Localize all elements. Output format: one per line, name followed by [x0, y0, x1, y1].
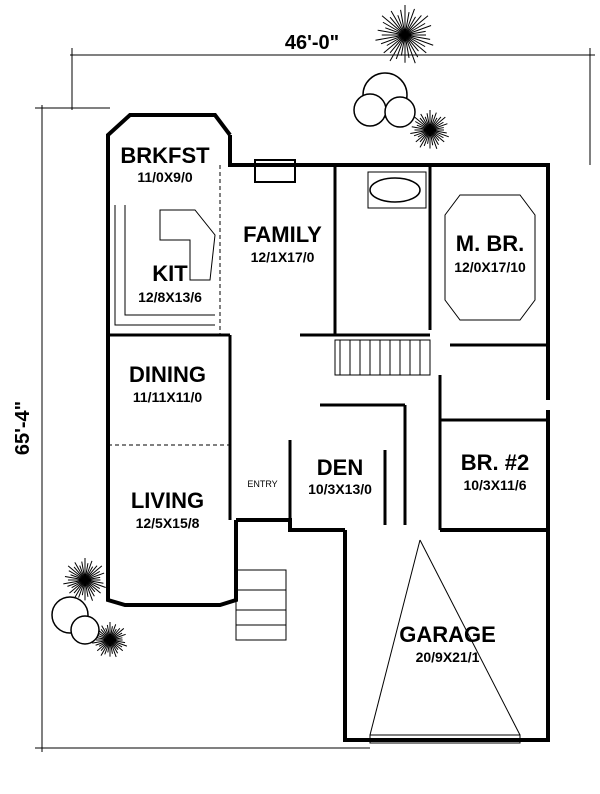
interior-walls — [108, 165, 548, 530]
fireplace — [254, 159, 296, 183]
shrub-icon — [51, 72, 416, 645]
room-name: LIVING — [130, 488, 205, 513]
garage-roof-lines — [369, 539, 521, 744]
room-name: DINING — [129, 362, 206, 387]
room-name: KIT — [152, 261, 188, 286]
room-size: 20/9X21/1 — [415, 649, 480, 665]
bathtub — [369, 177, 421, 203]
width-dimension-line — [70, 48, 595, 165]
room-name: BRKFST — [120, 143, 210, 168]
depth-dimension-line — [35, 105, 370, 752]
room-size: 10/3X13/0 — [308, 481, 372, 497]
tray-ceiling — [444, 194, 536, 321]
room-size: 12/1X17/0 — [250, 249, 315, 265]
exterior-walls — [106, 113, 550, 742]
room-size: 11/11X11/0 — [132, 389, 203, 405]
room-name: GARAGE — [399, 622, 496, 647]
room-name: FAMILY — [243, 222, 322, 247]
room-name: BR. #2 — [460, 450, 530, 475]
tree-icon — [63, 558, 106, 601]
tree-icon — [375, 5, 434, 64]
tree-icon — [410, 110, 449, 149]
overall-width-label: 46'-0" — [284, 32, 340, 54]
room-size: 11/0X9/0 — [137, 169, 193, 185]
overall-depth-label: 65'-4" — [12, 400, 34, 456]
entry-label: ENTRY — [247, 479, 278, 489]
room-size: 12/0X17/10 — [454, 259, 526, 275]
room-size: 12/8X13/6 — [138, 289, 202, 305]
room-name: M. BR. — [455, 231, 525, 256]
room-size: 12/5X15/8 — [135, 515, 200, 531]
front-walk — [235, 569, 287, 641]
tree-icon — [92, 622, 128, 658]
kitchen-counters — [114, 205, 216, 326]
room-name: DEN — [316, 455, 364, 480]
stairs — [334, 339, 431, 376]
room-size: 10/3X11/6 — [463, 477, 527, 493]
